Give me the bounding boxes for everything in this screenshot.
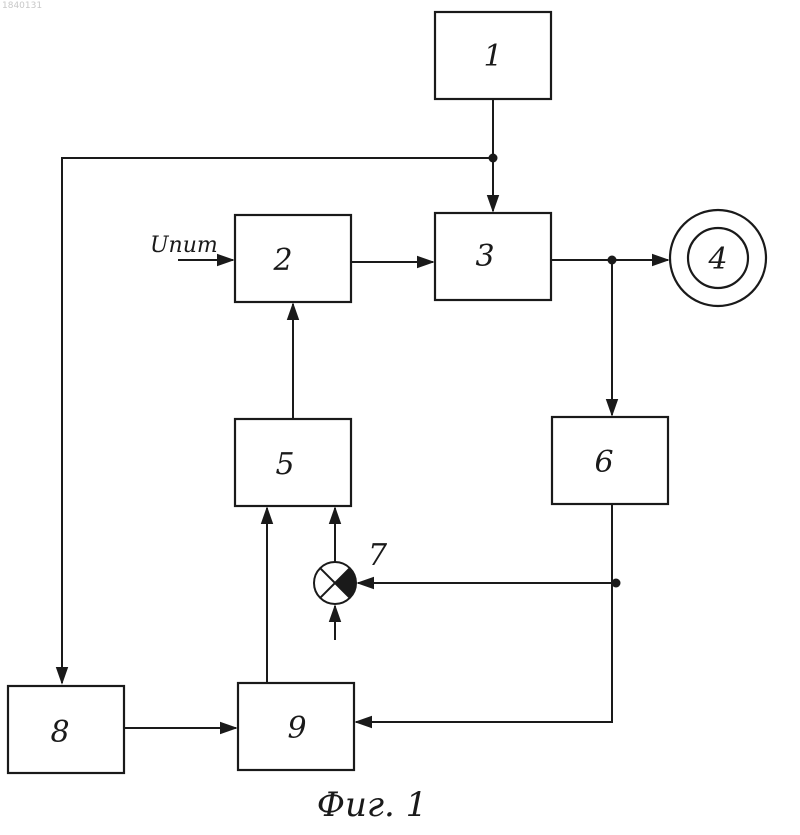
block-1-label: 1	[483, 39, 502, 74]
block-4-label: 4	[707, 242, 727, 277]
block-8-label: 8	[50, 715, 69, 750]
block-3: 3	[435, 213, 551, 300]
block-8: 8	[8, 686, 124, 773]
block-9-label: 9	[287, 711, 306, 746]
block-2: 2	[235, 215, 351, 302]
wire-6-to-9	[356, 504, 612, 722]
block-5-label: 5	[275, 447, 294, 482]
block-3-label: 3	[475, 239, 494, 274]
junction-dot-1	[489, 154, 498, 163]
junction-dot-2	[608, 256, 617, 265]
block-1: 1	[435, 12, 551, 99]
connections	[62, 99, 668, 728]
doc-number-stamp: 1840131	[2, 1, 42, 11]
figure-caption: Фиг. 1	[317, 785, 428, 825]
element-7-comparator: 7	[314, 538, 388, 604]
block-6: 6	[552, 417, 668, 504]
block-9: 9	[238, 683, 354, 770]
block-5: 5	[235, 419, 351, 506]
block-4-motor: 4	[670, 210, 766, 306]
input-voltage-label: Uпит	[150, 233, 218, 258]
block-2-label: 2	[272, 243, 292, 278]
element-7-label: 7	[368, 538, 388, 573]
block-6-label: 6	[594, 445, 613, 480]
junction-dot-3	[612, 579, 621, 588]
